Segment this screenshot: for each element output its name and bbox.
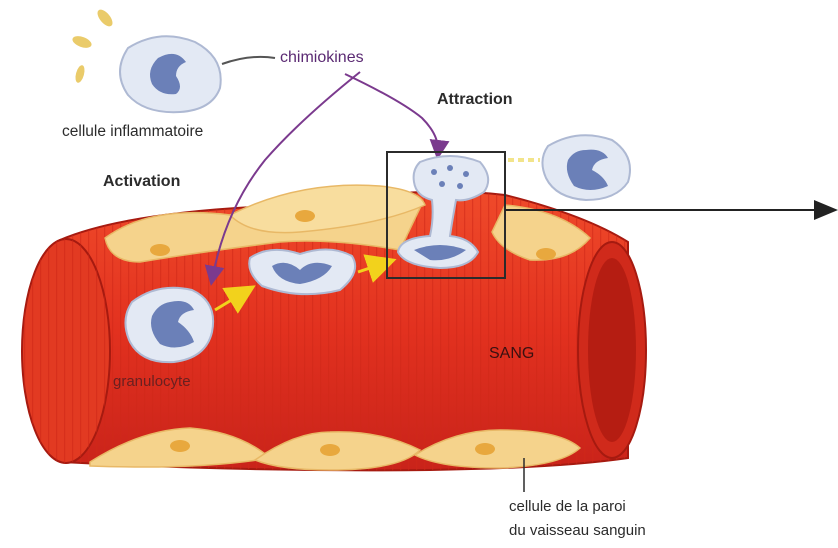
wall-cell-label: cellule de la paroi du vaisseau sanguin bbox=[509, 495, 749, 543]
activation-label: Activation bbox=[103, 174, 180, 190]
wall-cell-label-line1: cellule de la paroi bbox=[509, 495, 749, 519]
endothelial-cells-bottom bbox=[90, 428, 580, 470]
attraction-label: Attraction bbox=[437, 92, 513, 108]
blood-label: SANG bbox=[489, 346, 534, 362]
wall-cell-label-line2: du vaisseau sanguin bbox=[509, 519, 749, 543]
granulocyte-label: granulocyte bbox=[113, 374, 191, 389]
inflammatory-cell-label: cellule inflammatoire bbox=[62, 124, 203, 140]
attracted-cell-icon bbox=[508, 135, 630, 200]
chemokines-label: chimiokines bbox=[280, 50, 364, 66]
inflammatory-cell-icon bbox=[71, 7, 221, 112]
